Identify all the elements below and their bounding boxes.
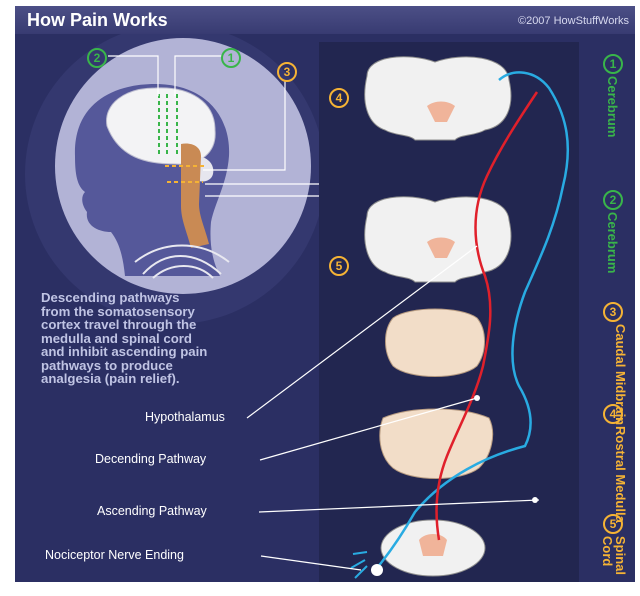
section-caudal-midbrain [386,309,485,377]
diagram-panel: How Pain Works ©2007 HowStuffWorks 2 1 3… [15,6,635,582]
stage-4-number: 4 [603,404,623,424]
head-marker-2: 2 [87,48,107,68]
stage-4-label: Rostral Medulla [599,426,627,523]
stage-2-label: Cerebrum [606,212,619,273]
copyright-notice: ©2007 HowStuffWorks [518,15,629,27]
descending-pathway-label: Decending Pathway [95,452,206,466]
stage-3-number: 3 [603,302,623,322]
leader-dot-ascending [532,497,538,503]
nociceptor-burst [371,564,383,576]
head-marker-4: 4 [329,88,349,108]
head-marker-1: 1 [221,48,241,68]
diagram-title: How Pain Works [27,10,168,31]
head-marker-5: 5 [329,256,349,276]
stage-1-label: Cerebrum [606,76,619,137]
head-marker-3: 3 [277,62,297,82]
leader-dot-descending [474,395,480,401]
stage-5-label: Spinal Cord [599,536,627,582]
spinal-grey-matter [419,534,447,556]
ascending-pathway-label: Ascending Pathway [97,504,207,518]
section-cerebrum-1 [365,57,511,140]
stage-2-number: 2 [603,190,623,210]
section-rostral-medulla [380,409,493,479]
stage-1-number: 1 [603,54,623,74]
stage-5-number: 5 [603,514,623,534]
hypothalamus-label: Hypothalamus [145,410,225,424]
title-bar: How Pain Works ©2007 HowStuffWorks [15,6,635,34]
description-text: Descending pathways from the somatosenso… [41,291,311,386]
nociceptor-label: Nociceptor Nerve Ending [45,548,184,562]
